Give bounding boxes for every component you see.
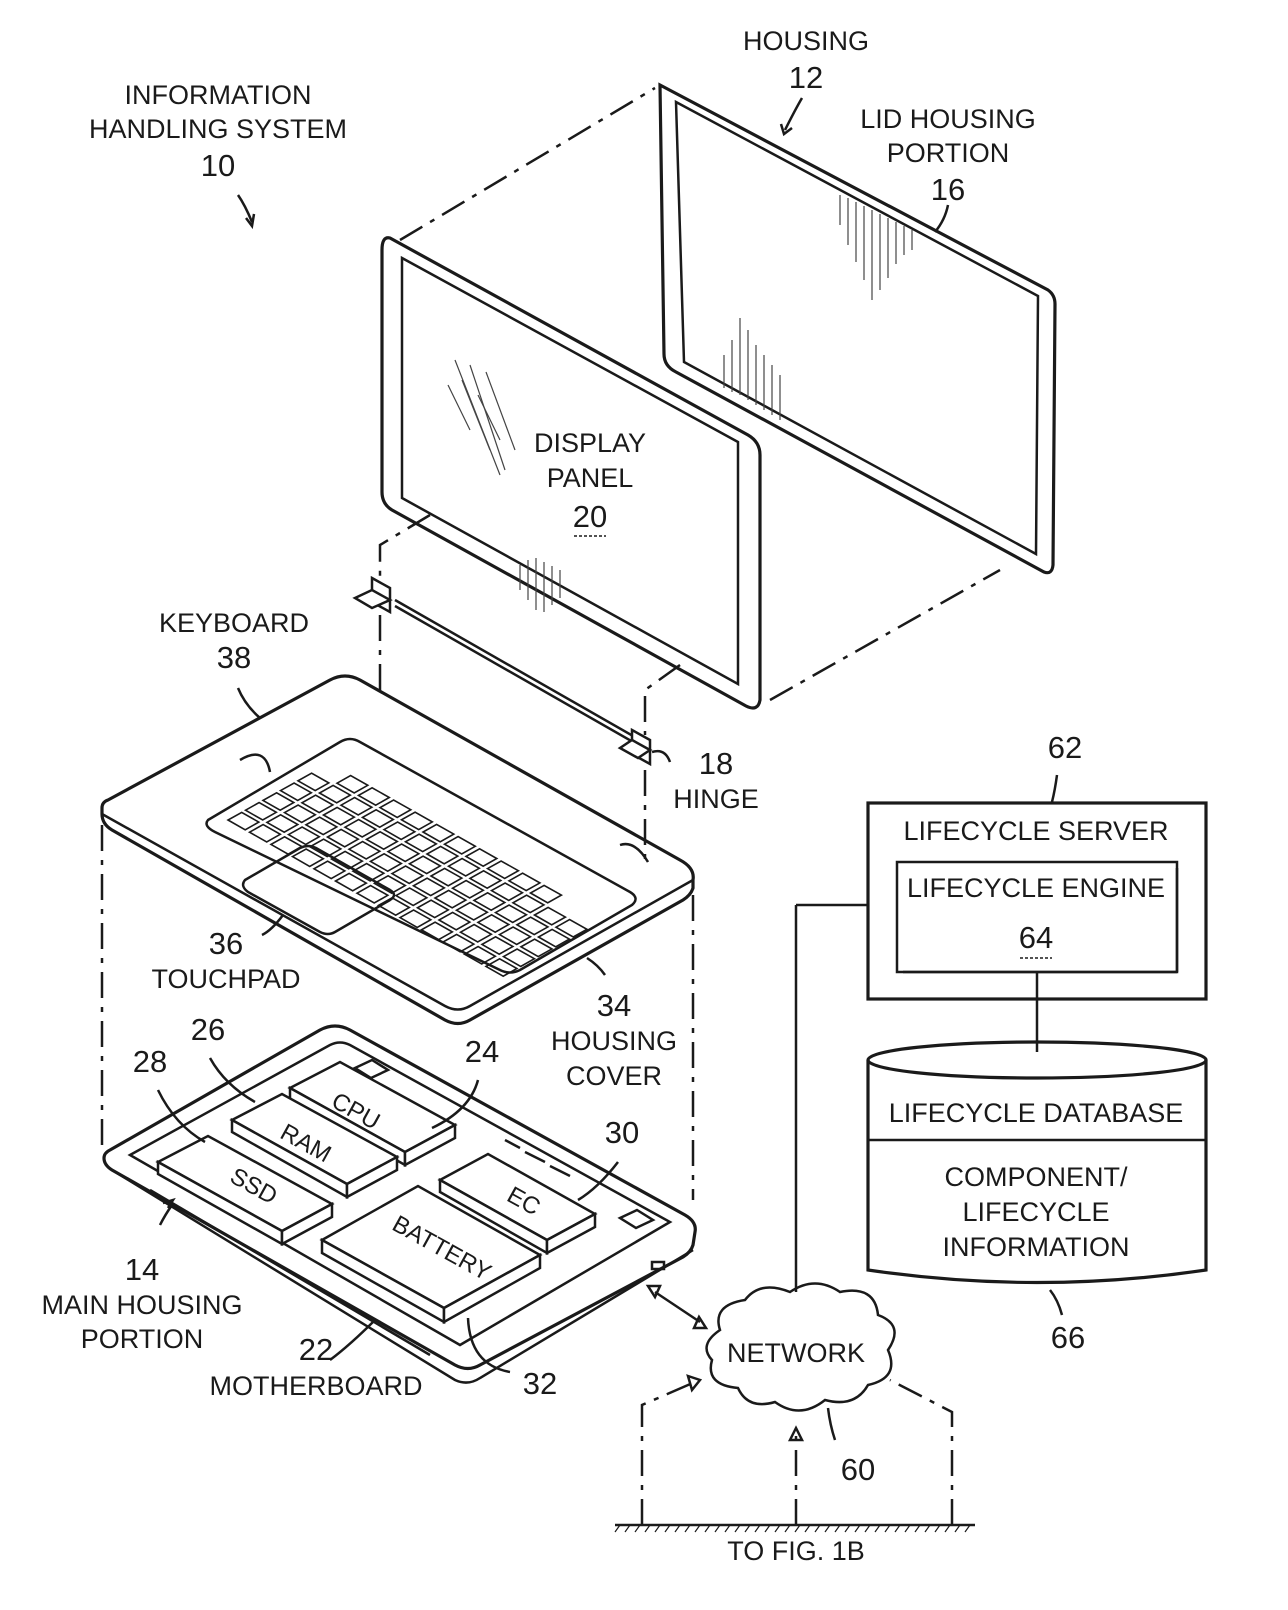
label-db-content-1: COMPONENT/ — [944, 1162, 1128, 1192]
ref-66: 66 — [1051, 1320, 1085, 1355]
ref-22: 22 — [299, 1332, 333, 1367]
ref-36: 36 — [209, 926, 243, 961]
label-db-content-3: INFORMATION — [943, 1232, 1130, 1262]
label-main-housing-2: PORTION — [81, 1324, 204, 1354]
ref-24: 24 — [465, 1034, 499, 1069]
ref-20: 20 — [573, 499, 607, 534]
ref-18: 18 — [699, 746, 733, 781]
label-lid-housing-2: PORTION — [887, 138, 1010, 168]
label-lifecycle-engine: LIFECYCLE ENGINE — [907, 873, 1165, 903]
ref-12: 12 — [789, 60, 823, 95]
label-network: NETWORK — [727, 1338, 865, 1368]
display-hatch — [448, 360, 560, 612]
label-motherboard: MOTHERBOARD — [209, 1371, 422, 1401]
label-housing-cover-2: COVER — [566, 1061, 662, 1091]
ref-62: 62 — [1048, 730, 1082, 765]
ref-64: 64 — [1019, 920, 1053, 955]
hinge-assembly — [355, 515, 680, 860]
label-display-1: DISPLAY — [534, 428, 646, 458]
ref-34: 34 — [597, 988, 631, 1023]
label-keyboard: KEYBOARD — [159, 608, 309, 638]
connector-lid-top — [400, 88, 655, 240]
label-info-system-2: HANDLING SYSTEM — [89, 114, 347, 144]
ref-28: 28 — [133, 1044, 167, 1079]
connector-lid-bottom — [770, 570, 1000, 700]
touchpad — [243, 846, 394, 934]
ref-14: 14 — [125, 1252, 159, 1287]
lid-hatch — [724, 195, 912, 420]
ref-30: 30 — [605, 1115, 639, 1150]
label-touchpad: TOUCHPAD — [151, 964, 300, 994]
ref-60: 60 — [841, 1452, 875, 1487]
ref-10: 10 — [201, 148, 235, 183]
label-main-housing-1: MAIN HOUSING — [41, 1290, 242, 1320]
label-info-system-1: INFORMATION — [125, 80, 312, 110]
keyboard-keys — [228, 773, 587, 976]
label-lifecycle-server: LIFECYCLE SERVER — [903, 816, 1168, 846]
label-to-fig: TO FIG. 1B — [727, 1536, 865, 1566]
label-db-content-2: LIFECYCLE — [962, 1197, 1109, 1227]
network-link-left — [642, 1382, 695, 1525]
ref-38: 38 — [217, 640, 251, 675]
label-housing: HOUSING — [743, 26, 869, 56]
ref-16: 16 — [931, 172, 965, 207]
ref-32: 32 — [523, 1366, 557, 1401]
label-lifecycle-database: LIFECYCLE DATABASE — [889, 1098, 1184, 1128]
label-lid-housing-1: LID HOUSING — [860, 104, 1036, 134]
label-display-2: PANEL — [547, 463, 634, 493]
ref-26: 26 — [191, 1012, 225, 1047]
label-housing-cover-1: HOUSING — [551, 1026, 677, 1056]
label-hinge: HINGE — [673, 784, 759, 814]
